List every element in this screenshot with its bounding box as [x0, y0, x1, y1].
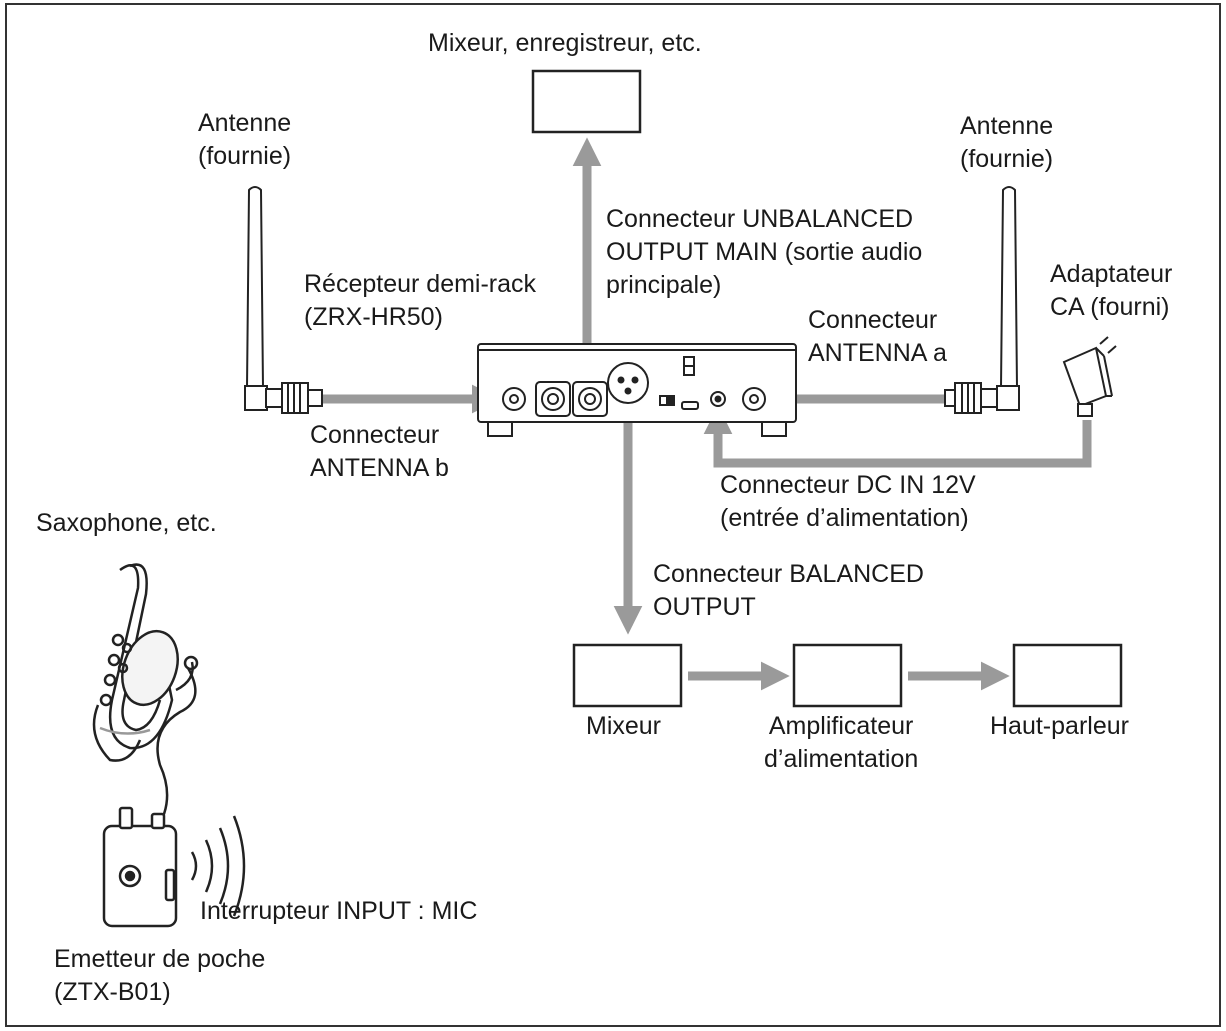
receiver-unit: [477, 343, 797, 437]
antenna-right: [944, 186, 1020, 414]
mixer-box: [572, 643, 683, 708]
label-mixer-recorder: Mixeur, enregistreur, etc.: [428, 29, 702, 57]
saxophone: [92, 563, 199, 762]
antenna-left: [244, 186, 323, 414]
label-saxophone: Saxophone, etc.: [36, 509, 217, 537]
label-transmitter: Emetteur de poche(ZTX-B01): [54, 945, 266, 1006]
mic-cable: [154, 667, 197, 831]
radio-waves: [190, 815, 246, 917]
pocket-transmitter: [102, 806, 178, 928]
label-mixer: Mixeur: [586, 712, 662, 740]
label-antenna-right: Antenne(fournie): [960, 112, 1054, 173]
amplifier-box: [792, 643, 903, 708]
label-input-switch: Interrupteur INPUT : MIC: [200, 897, 478, 925]
label-receiver: Récepteur demi-rack(ZRX-HR50): [304, 270, 537, 331]
label-antenna-left: Antenne(fournie): [198, 109, 292, 170]
speaker-box: [1012, 643, 1123, 708]
label-dc-in: Connecteur DC IN 12V(entrée d’alimentati…: [720, 471, 976, 532]
dc-power-cable: [703, 405, 1092, 468]
diagram-frame: [5, 3, 1221, 1027]
ac-adapter: [1062, 336, 1117, 417]
xlr-balanced-port: [607, 362, 649, 404]
mixer-recorder-box: [531, 69, 642, 134]
signal-arrows: [322, 137, 1092, 691]
label-speaker: Haut-parleur: [990, 712, 1129, 740]
